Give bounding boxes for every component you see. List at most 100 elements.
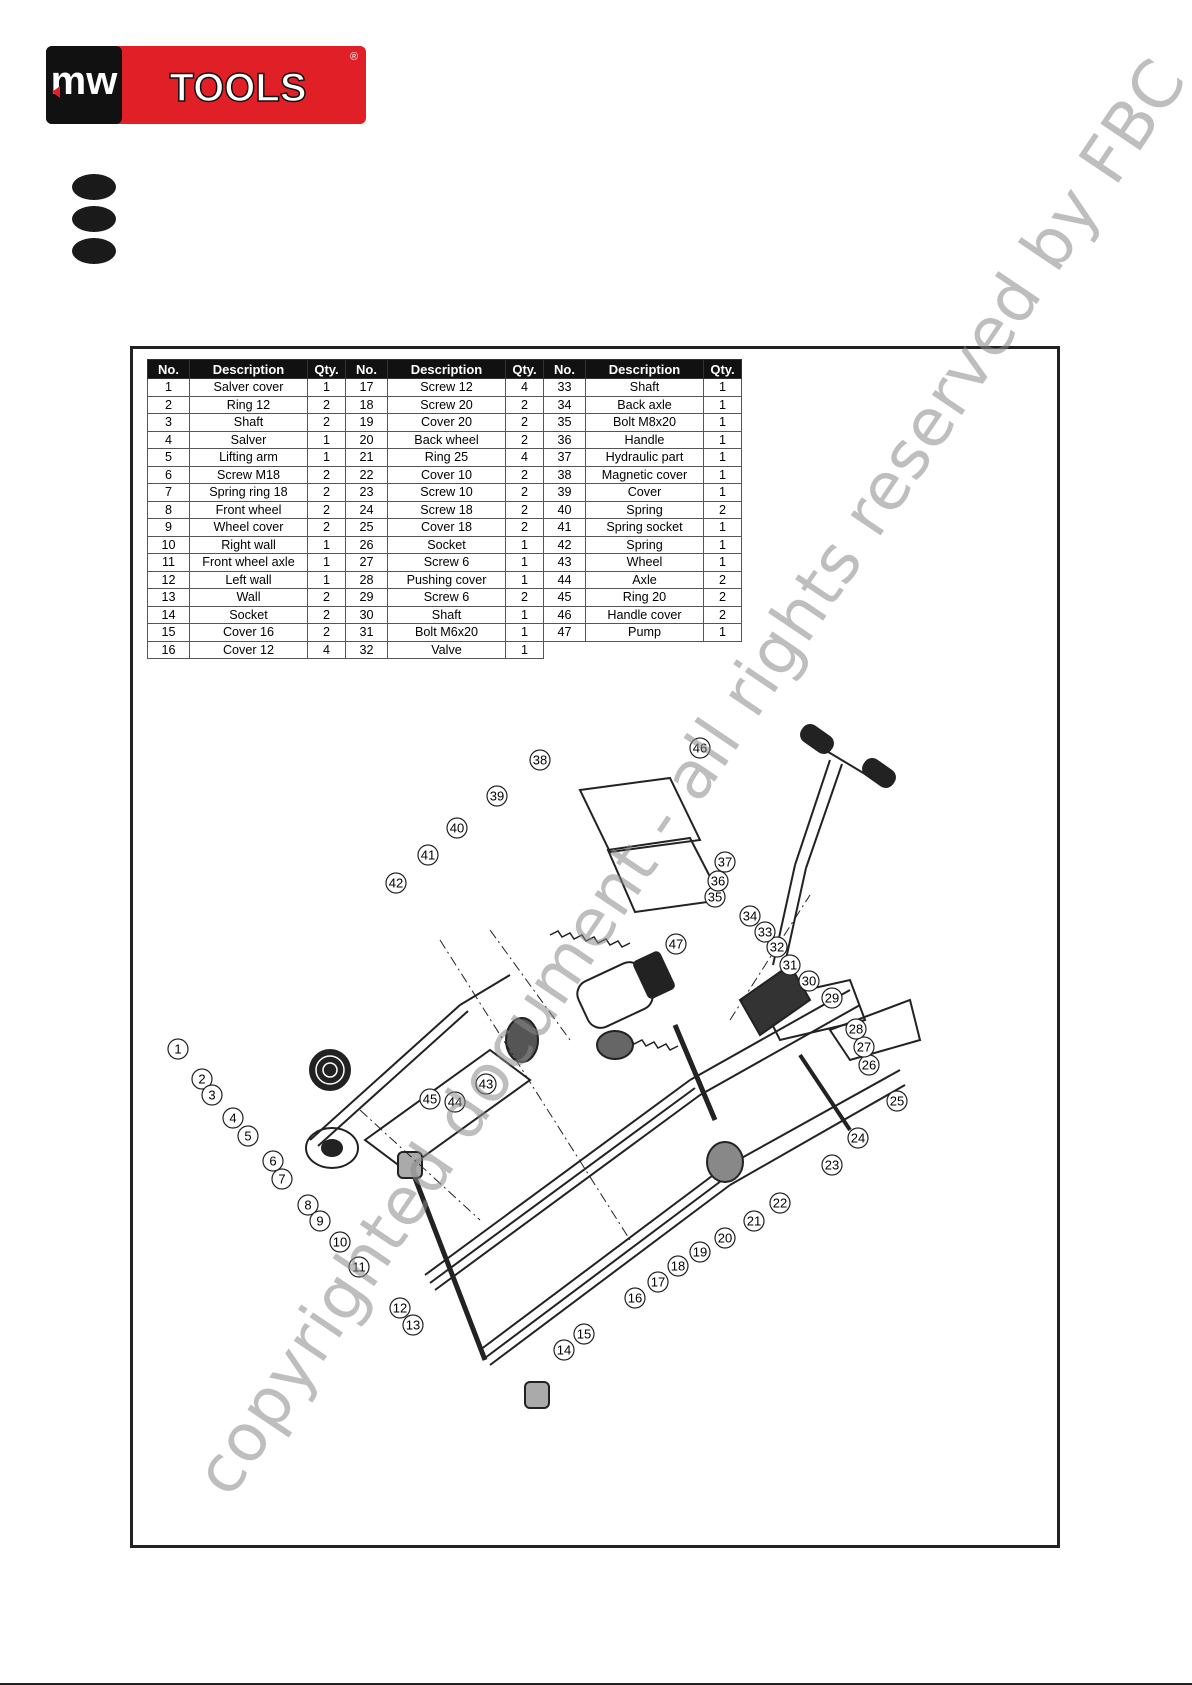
table-cell: 11 (147, 553, 190, 572)
table-cell: Cover 12 (189, 640, 308, 659)
table-cell: 40 (543, 500, 586, 519)
callout-circle (853, 1036, 875, 1058)
callout-circle (779, 954, 801, 976)
table-cell: 1 (703, 483, 742, 502)
table-cell: 44 (543, 570, 586, 589)
table-cell: 22 (345, 465, 388, 484)
table-cell: Spring ring 18 (189, 483, 308, 502)
table-cell: 2 (307, 395, 346, 414)
callout-number: 1 (174, 1042, 181, 1057)
callout-circle (886, 1090, 908, 1112)
table-cell: 1 (505, 570, 544, 589)
callout-circle (475, 1073, 497, 1095)
table-cell: 1 (307, 570, 346, 589)
callout-number: 41 (421, 848, 435, 863)
table-cell: 16 (147, 640, 190, 659)
table-cell: 24 (345, 500, 388, 519)
table-cell: 15 (147, 623, 190, 642)
callout-circle (573, 1323, 595, 1345)
table-cell: Ring 12 (189, 395, 308, 414)
table-cell: 2 (307, 465, 346, 484)
table-cell: 2 (505, 395, 544, 414)
back-axle (672, 1024, 718, 1121)
callout-circle (237, 1125, 259, 1147)
table-cell: 2 (307, 413, 346, 432)
table-cell: Screw 10 (387, 483, 506, 502)
table-cell: Screw 6 (387, 553, 506, 572)
callout-circle (529, 749, 551, 771)
callout-circle (689, 737, 711, 759)
header-cell: No. (345, 359, 388, 379)
table-cell: 2 (703, 570, 742, 589)
callout-number: 34 (743, 909, 757, 924)
table-cell: 2 (307, 605, 346, 624)
table-cell: 1 (505, 535, 544, 554)
callout-circle (714, 1227, 736, 1249)
table-cell: Cover 16 (189, 623, 308, 642)
header-cell: Qty. (307, 359, 346, 379)
callout-number: 18 (671, 1259, 685, 1274)
table-cell: 1 (307, 430, 346, 449)
pump (576, 951, 675, 1029)
table-cell: 2 (307, 588, 346, 607)
callout-number: 31 (783, 958, 797, 973)
table-cell: 28 (345, 570, 388, 589)
table-cell: 21 (345, 448, 388, 467)
table-cell: Handle (585, 430, 704, 449)
callout-number: 13 (406, 1318, 420, 1333)
table-cell: 31 (345, 623, 388, 642)
callout-circle (201, 1084, 223, 1106)
table-cell: Cover 20 (387, 413, 506, 432)
table-cell: Pump (585, 623, 704, 642)
bullet-dot (72, 238, 116, 264)
callout-circle (553, 1339, 575, 1361)
callout-number: 7 (278, 1172, 285, 1187)
callout-circle (754, 921, 776, 943)
callout-circle (766, 936, 788, 958)
callout-number: 35 (708, 890, 722, 905)
table-cell: Salver (189, 430, 308, 449)
table-cell: Cover 10 (387, 465, 506, 484)
table-cell: 12 (147, 570, 190, 589)
callout-number: 47 (669, 937, 683, 952)
magnetic-cover (578, 776, 702, 854)
table-cell: 29 (345, 588, 388, 607)
callout-number: 26 (862, 1058, 876, 1073)
callout-number: 37 (718, 855, 732, 870)
table-cell: 18 (345, 395, 388, 414)
callout-number: 10 (333, 1235, 347, 1250)
callout-circle (769, 1192, 791, 1214)
table-cell: 1 (147, 378, 190, 397)
table-cell: Ring 25 (387, 448, 506, 467)
callout-number: 12 (393, 1301, 407, 1316)
table-cell: Spring (585, 500, 704, 519)
table-cell: 38 (543, 465, 586, 484)
bullet-dot (72, 206, 116, 232)
table-cell: Screw 12 (387, 378, 506, 397)
callout-circle (348, 1256, 370, 1278)
handle (772, 724, 896, 969)
callout-circle (486, 785, 508, 807)
table-cell: 5 (147, 448, 190, 467)
callout-circle (297, 1194, 319, 1216)
callout-number: 43 (479, 1077, 493, 1092)
table-cell: 23 (345, 483, 388, 502)
callout-circle (624, 1287, 646, 1309)
mw-tools-logo: mw TOOLS ® (46, 46, 366, 124)
table-cell: 34 (543, 395, 586, 414)
table-cell: 10 (147, 535, 190, 554)
table-cell: Axle (585, 570, 704, 589)
table-cell: Left wall (189, 570, 308, 589)
table-cell: 4 (307, 640, 346, 659)
table-cell: Cover 18 (387, 518, 506, 537)
callout-circle (821, 987, 843, 1009)
table-cell: 1 (307, 535, 346, 554)
header-cell: Qty. (505, 359, 544, 379)
table-cell: 19 (345, 413, 388, 432)
